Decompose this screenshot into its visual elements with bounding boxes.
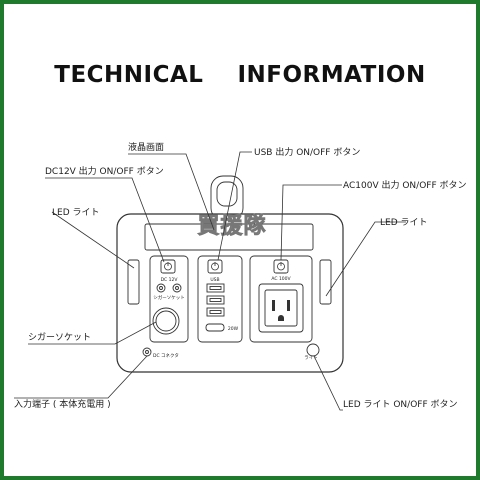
callout-led-light-right: LED ライト <box>380 217 428 228</box>
callout-led-light-switch: LED ライト ON/OFF ボタン <box>343 399 458 410</box>
leader-lines <box>14 151 406 411</box>
usb-power-label: 20W <box>228 326 239 332</box>
usb-label: USB <box>210 277 219 283</box>
dc-connector-label: DC コネクタ <box>153 352 179 359</box>
light-button <box>306 343 320 357</box>
led-light-left <box>127 259 140 305</box>
usb-module: USB 20W <box>197 255 243 343</box>
usb-c-port <box>205 323 225 332</box>
ac-module: AC 100V <box>249 255 313 343</box>
dc12v-power-button <box>160 259 176 274</box>
ac-slot-right <box>287 300 290 311</box>
callout-dc12v-switch: DC12V 出力 ON/OFF ボタン <box>45 165 164 177</box>
callout-ac100v-switch: AC100V 出力 ON/OFF ボタン <box>343 179 467 191</box>
callout-cigar-socket: シガーソケット <box>28 332 91 343</box>
light-label: ライト <box>304 355 318 361</box>
ac100v-power-button <box>273 259 289 274</box>
led-light-right <box>319 259 332 305</box>
ac-slot-left <box>272 300 275 311</box>
ac-ground <box>278 315 284 321</box>
callout-lcd-screen: 液晶画面 <box>128 141 164 153</box>
callout-input-terminal: 入力端子 ( 本体充電用 ) <box>14 398 111 410</box>
page-title: TECHNICAL INFORMATION <box>54 62 426 88</box>
dc-module: DC 12V シガーソケット <box>149 255 189 343</box>
carry-handle <box>210 175 244 221</box>
cigar-socket-label: シガーソケット <box>153 294 185 301</box>
watermark-logo: 買援隊 <box>197 213 266 239</box>
callout-usb-switch: USB 出力 ON/OFF ボタン <box>254 146 360 158</box>
callout-led-light-left: LED ライト <box>52 207 100 218</box>
dc-label: DC 12V <box>161 277 179 283</box>
ac-label: AC 100V <box>271 276 291 282</box>
lcd-screen <box>144 223 314 251</box>
usb-power-button <box>207 259 223 274</box>
